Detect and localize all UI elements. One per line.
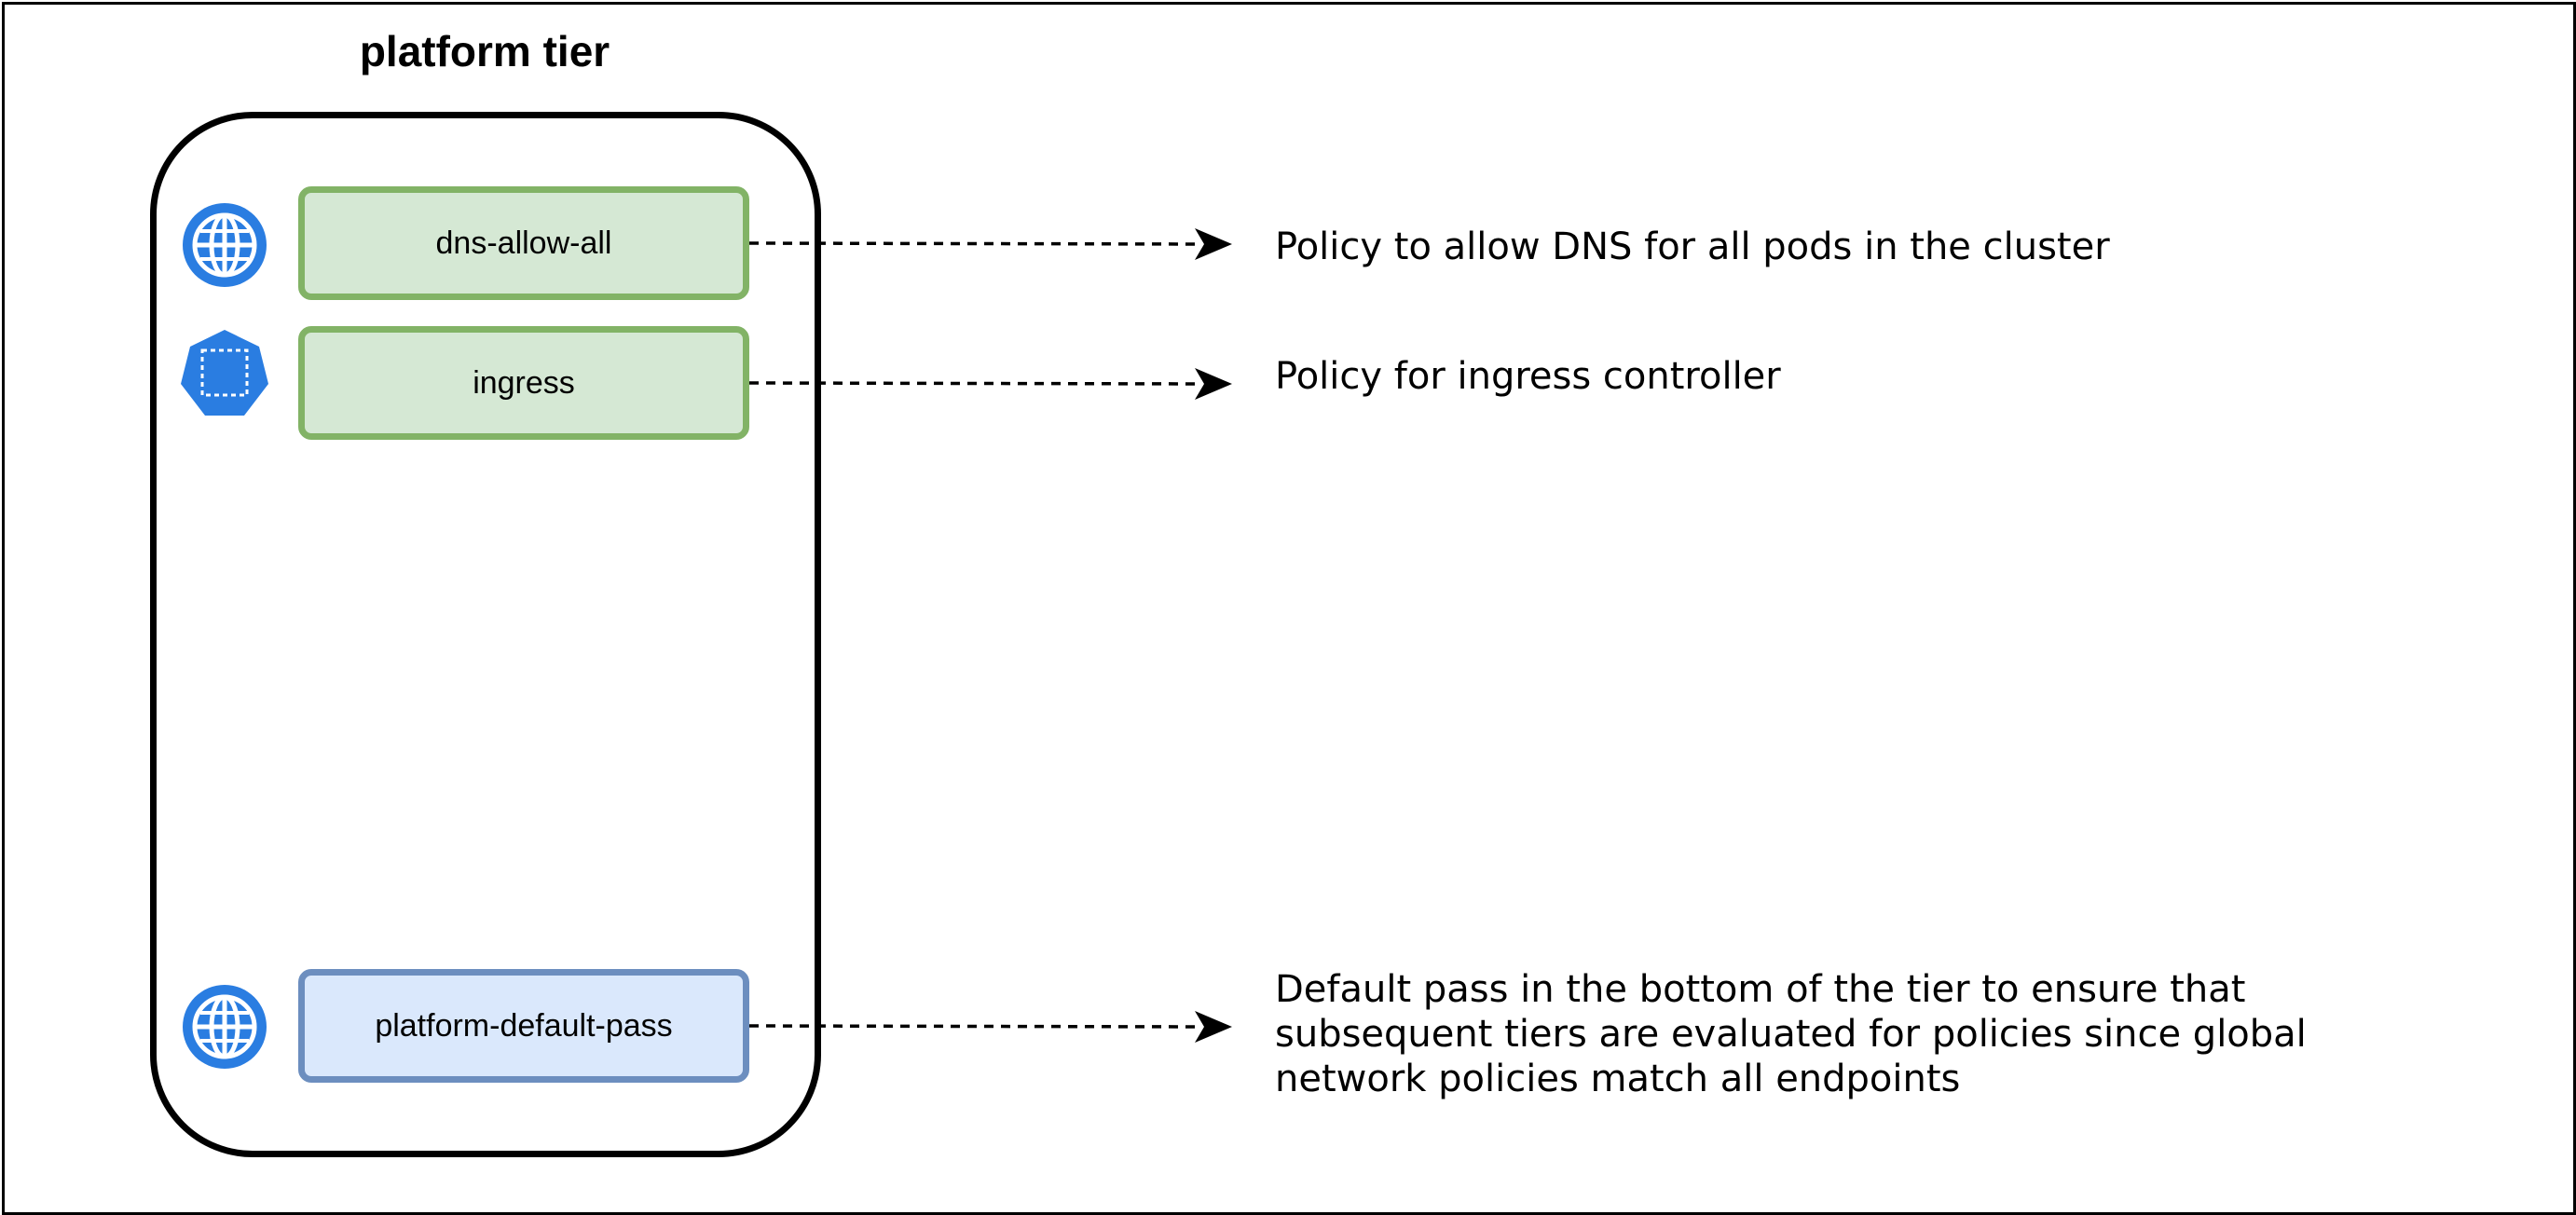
policy-description: Default pass in the bottom of the tier t…	[1275, 967, 2307, 1101]
description-line: network policies match all endpoints	[1275, 1058, 1961, 1100]
policy-platform-default-pass[interactable]: platform-default-pass	[298, 969, 749, 1083]
globe-icon	[183, 985, 267, 1069]
arrowhead	[1195, 228, 1232, 260]
policy-label: dns-allow-all	[435, 225, 612, 261]
globe-icon	[183, 203, 267, 287]
policy-label: ingress	[473, 364, 575, 401]
arrowhead	[1195, 368, 1232, 400]
policy-label: platform-default-pass	[375, 1007, 673, 1044]
arrow-ingress	[748, 381, 1203, 386]
tier-title: platform tier	[359, 27, 610, 75]
kubernetes-pod-icon	[181, 330, 268, 416]
description-line: subsequent tiers are evaluated for polic…	[1275, 1013, 2307, 1056]
tier-container	[150, 112, 821, 1157]
policy-description: Policy for ingress controller	[1275, 355, 1781, 398]
policy-description: Policy to allow DNS for all pods in the …	[1275, 225, 2110, 268]
policy-ingress[interactable]: ingress	[298, 326, 749, 440]
arrow-dns-allow-all	[748, 241, 1203, 246]
policy-dns-allow-all[interactable]: dns-allow-all	[298, 186, 749, 300]
description-line: Default pass in the bottom of the tier t…	[1275, 968, 2246, 1011]
arrowhead	[1195, 1011, 1232, 1043]
arrow-platform-default-pass	[748, 1024, 1203, 1029]
